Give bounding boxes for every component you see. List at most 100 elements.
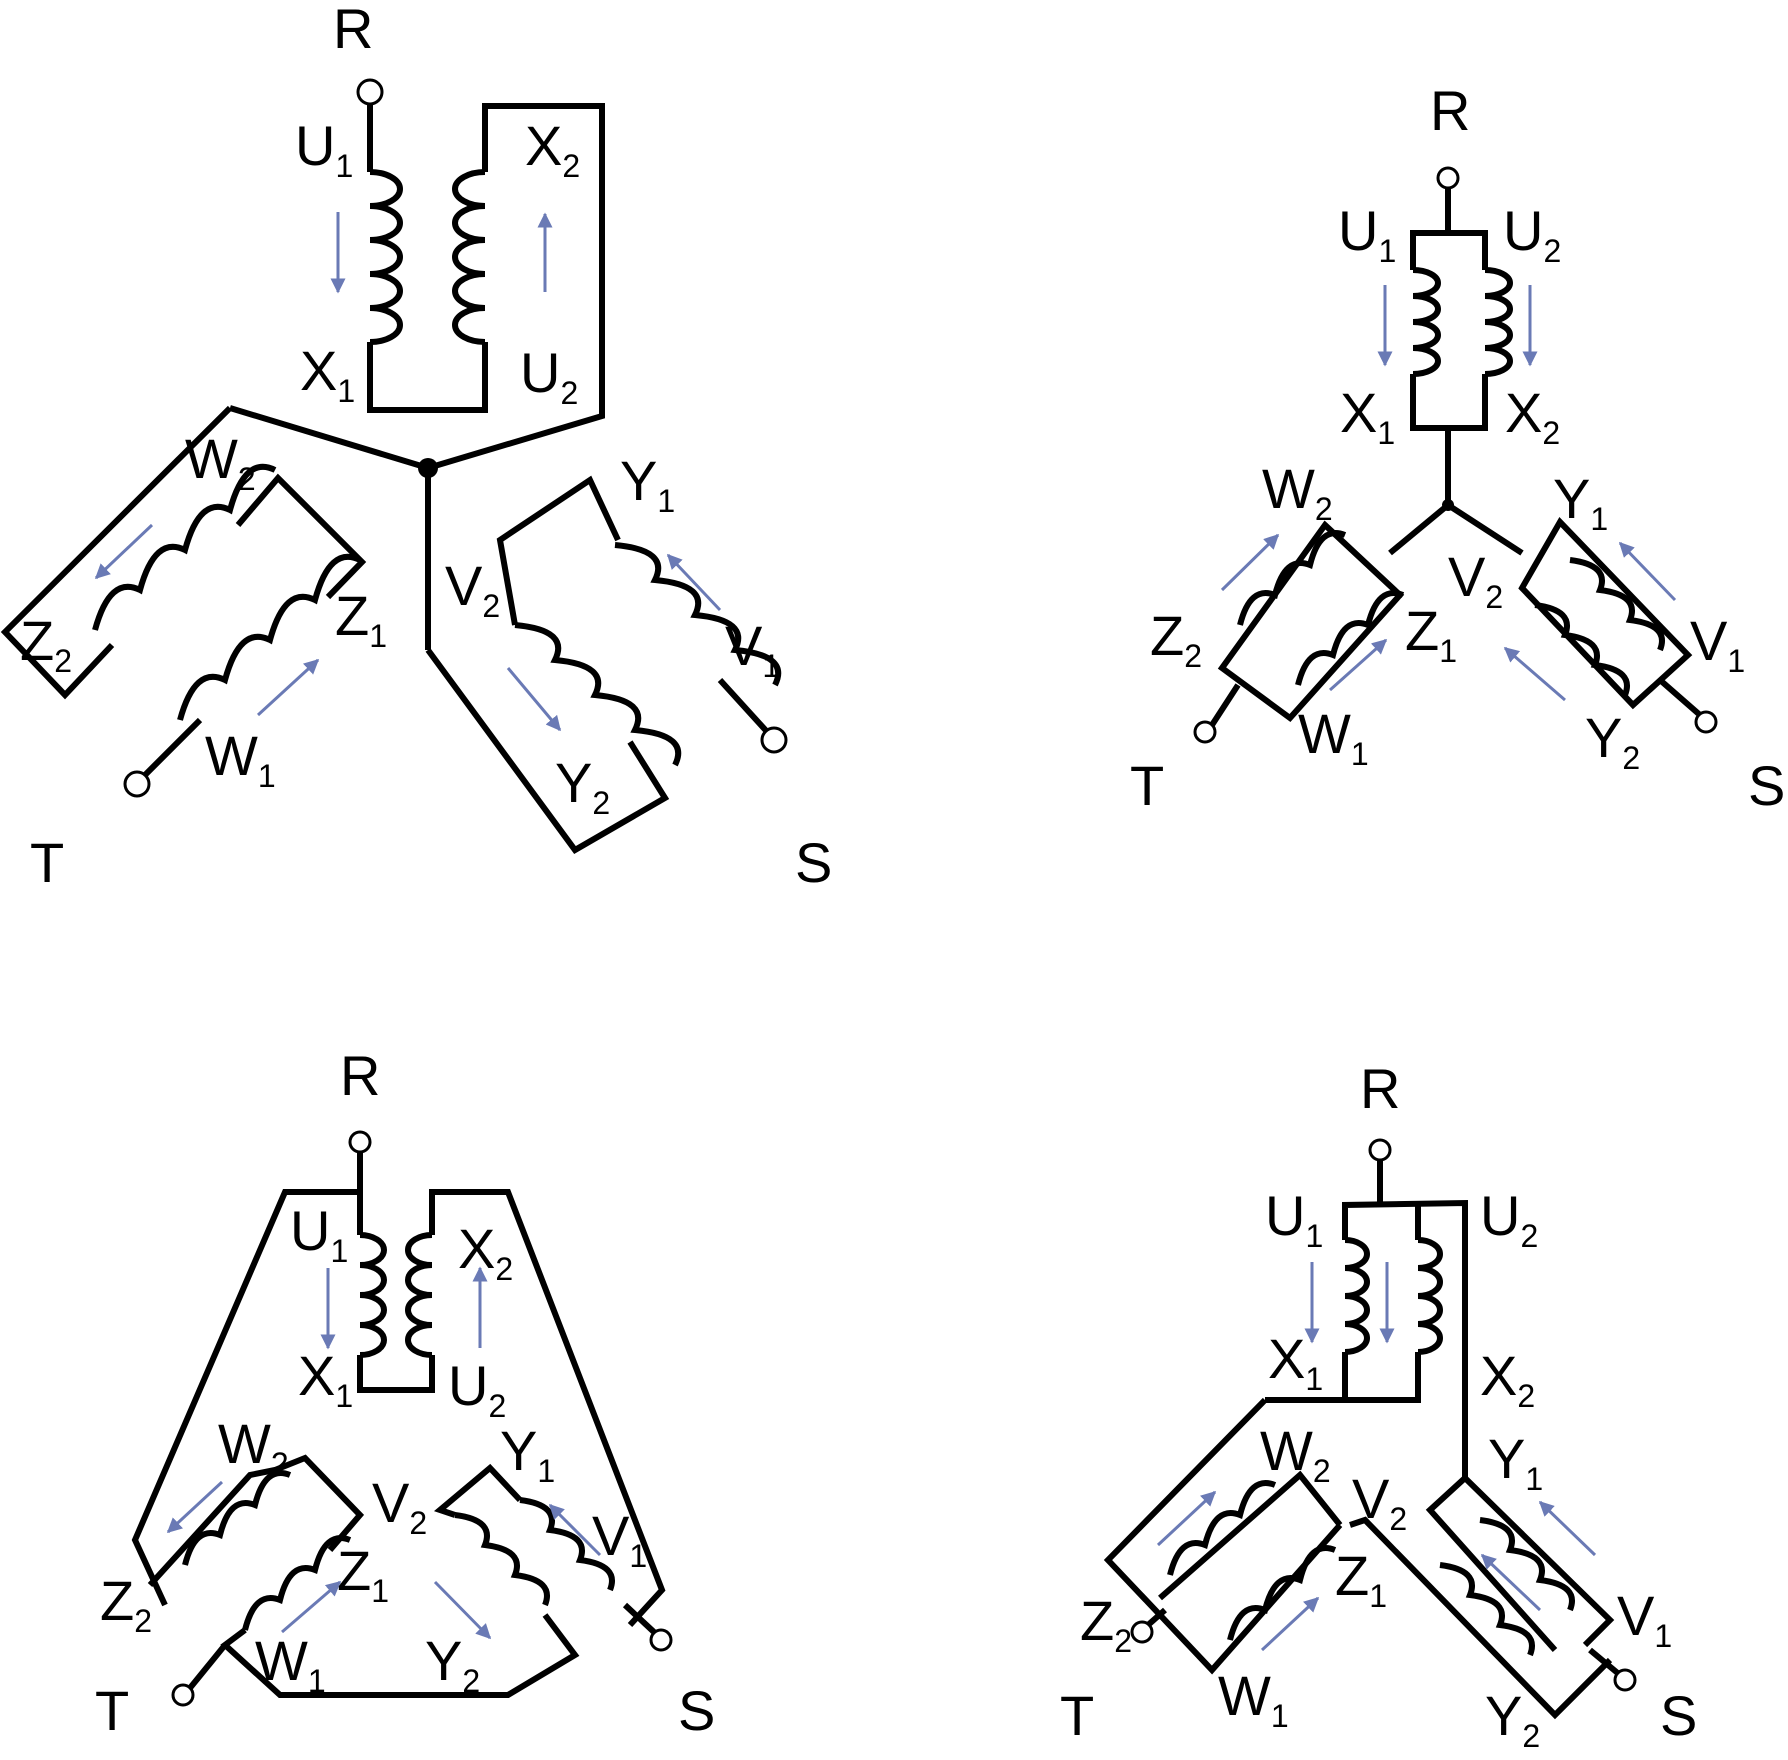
- wire: [1349, 1516, 1613, 1720]
- wire: [425, 648, 670, 854]
- coil-x2-u2: [405, 1232, 433, 1358]
- terminal-t: [1193, 720, 1217, 744]
- label-z1: Z1: [1335, 1544, 1387, 1614]
- label-y2: Y2: [1485, 1684, 1540, 1754]
- label-v1: V1: [725, 614, 780, 684]
- wire: [1342, 1352, 1421, 1403]
- label-u1: U1: [290, 1199, 348, 1269]
- terminal-r: [1436, 166, 1460, 190]
- label-y1: Y1: [1488, 1427, 1543, 1497]
- wire: [1410, 374, 1488, 431]
- label-x1: X1: [300, 339, 355, 409]
- terminal-s: [1613, 1668, 1637, 1692]
- wire: [1388, 502, 1450, 556]
- label-z2: Z2: [20, 609, 72, 679]
- coil-u1-x1: [1412, 267, 1441, 377]
- terminal-t: [1130, 1620, 1154, 1644]
- arrow: [1538, 1500, 1597, 1557]
- coil-v2-y2: [514, 622, 682, 767]
- wire: [229, 405, 429, 471]
- wire: [496, 475, 621, 626]
- arrow: [166, 1480, 224, 1534]
- arrow: [281, 1580, 342, 1634]
- wire: [429, 1189, 666, 1628]
- label-x2: X2: [458, 1217, 513, 1287]
- label-x1: X1: [1268, 1327, 1323, 1397]
- wire: [1342, 1199, 1468, 1478]
- arrow: [256, 658, 320, 717]
- label-t: T: [1130, 754, 1164, 817]
- label-u2: U2: [448, 1354, 506, 1424]
- coil-v2-y2: [454, 1512, 550, 1607]
- coil-z1-w1: [1227, 1545, 1337, 1641]
- label-r: R: [1360, 1057, 1400, 1120]
- label-x2: X2: [525, 114, 580, 184]
- arrow: [1260, 1596, 1320, 1652]
- coil-u1-x1: [1344, 1237, 1370, 1355]
- diagram-bottom-right: R S T U1 U2 X1 X2 W2 Y1 V2 Z1 V1 Z2 W1 Y…: [1060, 1057, 1697, 1754]
- label-u2: U2: [1480, 1184, 1538, 1254]
- coil-u1-x1: [359, 1232, 387, 1358]
- label-s: S: [795, 831, 832, 894]
- label-y1: Y1: [500, 1419, 555, 1489]
- label-w2: W2: [185, 427, 256, 497]
- label-s: S: [1660, 1684, 1697, 1747]
- coil-u2-x2: [1484, 267, 1513, 377]
- terminal-s: [649, 1628, 673, 1652]
- label-v2: V2: [372, 1471, 427, 1541]
- arrow: [666, 553, 722, 612]
- label-v1: V1: [1617, 1584, 1672, 1654]
- wire: [0, 405, 233, 700]
- label-v1: V1: [592, 1504, 647, 1574]
- label-y1: Y1: [620, 449, 675, 519]
- coil-y1-v1: [614, 542, 782, 687]
- arrow: [1329, 638, 1388, 692]
- label-z1: Z1: [1405, 599, 1457, 669]
- label-z2: Z2: [1150, 604, 1202, 674]
- wire: [1158, 1470, 1343, 1601]
- wire: [1588, 1647, 1622, 1678]
- coil-z1-w1: [177, 553, 362, 721]
- coil-v2-y2: [1439, 1562, 1535, 1657]
- terminal-r: [356, 78, 384, 106]
- label-y2: Y2: [1585, 706, 1640, 776]
- wire: [1425, 1475, 1558, 1652]
- label-w2: W2: [1262, 457, 1333, 527]
- arrow: [1503, 646, 1566, 702]
- label-z1: Z1: [337, 1539, 389, 1609]
- wire: [1462, 1475, 1615, 1648]
- label-w1: W1: [205, 724, 276, 794]
- terminal-s: [760, 726, 788, 754]
- coil-y1-v1: [1479, 1517, 1575, 1612]
- label-v2: V2: [445, 554, 500, 624]
- wire: [622, 1602, 658, 1636]
- arrow: [1156, 1490, 1217, 1547]
- label-x2: X2: [1505, 381, 1560, 451]
- wire: [147, 1454, 365, 1588]
- label-u1: U1: [1265, 1184, 1323, 1254]
- label-y1: Y1: [1553, 467, 1608, 537]
- arrow: [548, 1503, 602, 1557]
- coil-w2-z2: [1167, 1480, 1277, 1576]
- label-y2: Y2: [555, 751, 610, 821]
- label-r: R: [333, 0, 373, 60]
- label-t: T: [95, 1679, 129, 1742]
- diagram-bottom-left: R S T U1 X2 X1 U2 W2 V2 Y1 V1 Z1 Z2 W1 Y…: [95, 1044, 715, 1742]
- coil-x2-u2: [452, 169, 486, 345]
- terminal-r: [1368, 1138, 1392, 1162]
- arrow: [433, 1580, 492, 1640]
- wire: [1446, 502, 1524, 556]
- coil-v2-y2: [1534, 602, 1630, 697]
- label-y2: Y2: [425, 1629, 480, 1699]
- coil-u1-x1: [369, 169, 403, 345]
- arrow: [1618, 541, 1677, 602]
- diagram-top-left: R S T U1 X1 X2 U2 W2 Z2 Z1 W1 Y1 V2 V1 Y…: [0, 0, 832, 894]
- arrow: [506, 667, 562, 732]
- coil-u2-x2: [1417, 1237, 1443, 1355]
- label-v2: V2: [1352, 1467, 1407, 1537]
- wire: [137, 717, 203, 783]
- label-w1: W1: [255, 1629, 326, 1699]
- label-t: T: [1060, 1684, 1094, 1747]
- label-w2: W2: [218, 1412, 289, 1482]
- label-v2: V2: [1448, 545, 1503, 615]
